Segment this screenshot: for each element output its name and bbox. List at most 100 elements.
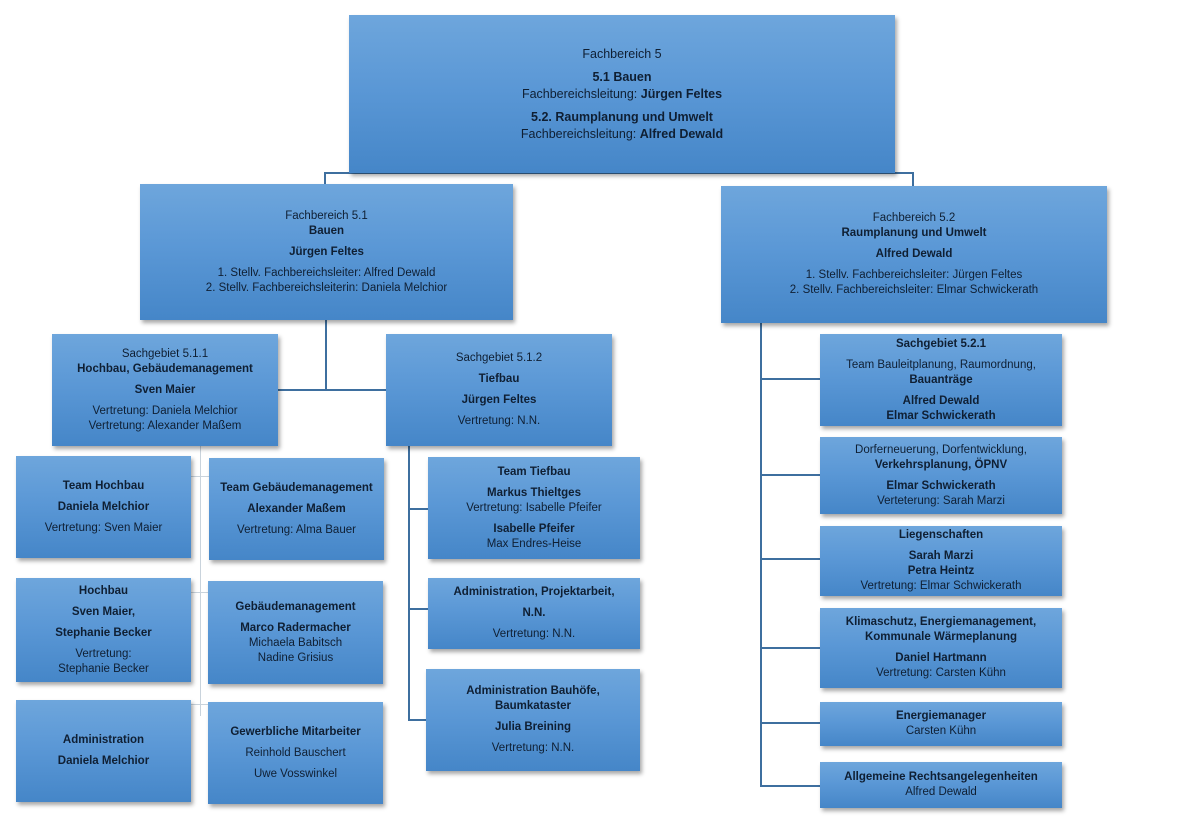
org-box-sachgebiet-511[interactable]: Sachgebiet 5.1.1 Hochbau, Gebäudemanagem… xyxy=(52,334,278,446)
team-tiefbau-person3: Max Endres-Heise xyxy=(486,537,582,550)
hochbau-deputy: Stephanie Becker xyxy=(58,662,149,675)
org-box-fachbereich-51[interactable]: Fachbereich 5.1 Bauen Jürgen Feltes 1. S… xyxy=(140,184,513,320)
sg521-title1: Team Bauleitplanung, Raumordnung, xyxy=(846,358,1036,371)
org-box-rechtsangelegenheiten[interactable]: Allgemeine Rechtsangelegenheiten Alfred … xyxy=(820,762,1062,808)
org-box-sachgebiet-521[interactable]: Sachgebiet 5.2.1 Team Bauleitplanung, Ra… xyxy=(820,334,1062,426)
connector-root-down xyxy=(324,172,914,174)
admin-bauhoefe-title2: Baumkataster xyxy=(494,700,572,712)
connector-root-to-fb52 xyxy=(912,172,914,186)
root-unit-51: 5.1 Bauen xyxy=(592,69,652,84)
connector-team-row3 xyxy=(190,704,210,705)
connector-52-6 xyxy=(760,785,820,787)
team-hochbau-title: Team Hochbau xyxy=(62,479,145,492)
sg521-person2: Elmar Schwickerath xyxy=(886,409,996,422)
gebaeude-person2: Michaela Babitsch xyxy=(248,636,343,649)
sg511-label: Sachgebiet 5.1.1 xyxy=(121,347,209,360)
sg511-deputy2: Vertretung: Alexander Maßem xyxy=(88,419,242,432)
gewerblich-person1: Reinhold Bauschert xyxy=(245,746,346,759)
team-gebaeude-title: Team Gebäudemanagement xyxy=(220,481,373,494)
org-box-team-gebaeudemanagement[interactable]: Team Gebäudemanagement Alexander Maßem V… xyxy=(209,458,384,560)
admin511-head: Daniela Melchior xyxy=(57,755,150,767)
org-box-gewerbliche-mitarbeiter[interactable]: Gewerbliche Mitarbeiter Reinhold Bausche… xyxy=(208,702,383,804)
org-box-energiemanager[interactable]: Energiemanager Carsten Kühn xyxy=(820,702,1062,746)
team-tiefbau-head: Markus Thieltges xyxy=(487,486,581,499)
fb51-deputy2: 2. Stellv. Fachbereichsleiterin: Daniela… xyxy=(205,281,448,294)
team-gebaeude-deputy: Vertretung: Alma Bauer xyxy=(237,523,356,536)
connector-team-row2 xyxy=(190,592,210,593)
klima-head: Daniel Hartmann xyxy=(895,652,987,664)
klima-title1: Klimaschutz, Energiemanagement, xyxy=(845,616,1037,628)
connector-52-3 xyxy=(760,558,820,560)
connector-tiefbau-2 xyxy=(408,608,428,610)
admin-bauhoefe-deputy: Vertretung: N.N. xyxy=(491,742,575,754)
energiemanager-person: Carsten Kühn xyxy=(905,725,977,737)
klima-title2: Kommunale Wärmeplanung xyxy=(864,631,1018,643)
connector-tiefbau-3 xyxy=(408,719,428,721)
sg521-title2: Bauanträge xyxy=(909,373,973,386)
dorf-head: Elmar Schwickerath xyxy=(886,479,996,492)
org-box-team-tiefbau[interactable]: Team Tiefbau Markus Thieltges Vertretung… xyxy=(428,457,640,559)
org-box-klimaschutz[interactable]: Klimaschutz, Energiemanagement, Kommunal… xyxy=(820,608,1062,688)
admin-projekt-head: N.N. xyxy=(522,607,546,619)
sg512-deputy: Vertretung: N.N. xyxy=(457,415,541,427)
root-label: Fachbereich 5 xyxy=(582,46,662,61)
connector-52-1 xyxy=(760,378,820,380)
org-box-administration-511[interactable]: Administration Daniela Melchior xyxy=(16,700,191,802)
liegenschaften-person1: Sarah Marzi xyxy=(908,550,974,562)
fb52-deputy2: 2. Stellv. Fachbereichsleiter: Elmar Sch… xyxy=(789,284,1039,296)
org-box-liegenschaften[interactable]: Liegenschaften Sarah Marzi Petra Heintz … xyxy=(820,526,1062,596)
sg511-deputy1: Vertretung: Daniela Melchior xyxy=(92,404,238,417)
gewerblich-person2: Uwe Vosswinkel xyxy=(253,767,338,780)
admin-bauhoefe-head: Julia Breining xyxy=(494,721,572,733)
org-box-team-hochbau[interactable]: Team Hochbau Daniela Melchior Vertretung… xyxy=(16,456,191,558)
admin511-title: Administration xyxy=(62,734,145,746)
gewerblich-title: Gewerbliche Mitarbeiter xyxy=(230,725,361,738)
org-box-hochbau[interactable]: Hochbau Sven Maier, Stephanie Becker Ver… xyxy=(16,578,191,682)
energiemanager-title: Energiemanager xyxy=(895,710,987,722)
fb52-deputy1: 1. Stellv. Fachbereichsleiter: Jürgen Fe… xyxy=(805,269,1023,281)
root-lead-52: Fachbereichsleitung: Alfred Dewald xyxy=(520,126,724,141)
org-box-fachbereich-5[interactable]: Fachbereich 5 5.1 Bauen Fachbereichsleit… xyxy=(349,15,895,173)
hochbau-title: Hochbau xyxy=(78,584,129,597)
connector-team-row1 xyxy=(190,476,210,477)
fb52-head: Alfred Dewald xyxy=(875,248,953,260)
hochbau-deputy-label: Vertretung: xyxy=(75,647,132,660)
liegenschaften-person2: Petra Heintz xyxy=(907,565,975,577)
hochbau-person1: Sven Maier, xyxy=(71,605,136,618)
recht-title: Allgemeine Rechtsangelegenheiten xyxy=(844,771,1038,783)
team-gebaeude-head: Alexander Maßem xyxy=(247,502,346,515)
org-box-administration-projektarbeit[interactable]: Administration, Projektarbeit, N.N. Vert… xyxy=(428,578,640,649)
org-box-gebaeudemanagement[interactable]: Gebäudemanagement Marco Radermacher Mich… xyxy=(208,581,383,684)
root-unit-52: 5.2. Raumplanung und Umwelt xyxy=(531,109,713,124)
sg511-head: Sven Maier xyxy=(134,383,196,396)
connector-52-4 xyxy=(760,647,820,649)
org-box-sachgebiet-512[interactable]: Sachgebiet 5.1.2 Tiefbau Jürgen Feltes V… xyxy=(386,334,612,446)
team-tiefbau-title: Team Tiefbau xyxy=(497,465,571,478)
dorf-title1: Dorferneuerung, Dorfentwicklung, xyxy=(855,443,1027,456)
klima-deputy: Vertretung: Carsten Kühn xyxy=(876,667,1006,679)
root-lead-51: Fachbereichsleitung: Jürgen Feltes xyxy=(521,86,723,101)
org-box-dorferneuerung[interactable]: Dorferneuerung, Dorfentwicklung, Verkehr… xyxy=(820,437,1062,514)
sg512-name: Tiefbau xyxy=(478,373,520,385)
fb51-head: Jürgen Feltes xyxy=(289,245,364,258)
sg512-head: Jürgen Feltes xyxy=(461,394,537,406)
gebaeude-title: Gebäudemanagement xyxy=(235,600,356,613)
fb52-label: Fachbereich 5.2 xyxy=(872,212,956,224)
sg512-label: Sachgebiet 5.1.2 xyxy=(455,352,543,364)
sg521-person1: Alfred Dewald xyxy=(902,394,980,407)
connector-root-to-fb51 xyxy=(324,172,326,184)
team-tiefbau-deputy: Vertretung: Isabelle Pfeifer xyxy=(466,501,602,514)
org-box-fachbereich-52[interactable]: Fachbereich 5.2 Raumplanung und Umwelt A… xyxy=(721,186,1107,323)
connector-fb51-down xyxy=(325,320,327,390)
fb51-label: Fachbereich 5.1 xyxy=(285,209,368,222)
admin-bauhoefe-title1: Administration Bauhöfe, xyxy=(466,685,600,697)
gebaeude-person3: Nadine Grisius xyxy=(257,651,334,664)
dorf-deputy: Verteterung: Sarah Marzi xyxy=(877,494,1005,507)
org-box-administration-bauhoefe[interactable]: Administration Bauhöfe, Baumkataster Jul… xyxy=(426,669,640,771)
gebaeude-person1: Marco Radermacher xyxy=(240,621,351,634)
team-tiefbau-person2: Isabelle Pfeifer xyxy=(493,522,575,535)
fb51-name: Bauen xyxy=(308,224,345,237)
admin-projekt-deputy: Vertretung: N.N. xyxy=(492,628,576,640)
connector-52-5 xyxy=(760,722,820,724)
team-hochbau-head: Daniela Melchior xyxy=(57,500,150,513)
